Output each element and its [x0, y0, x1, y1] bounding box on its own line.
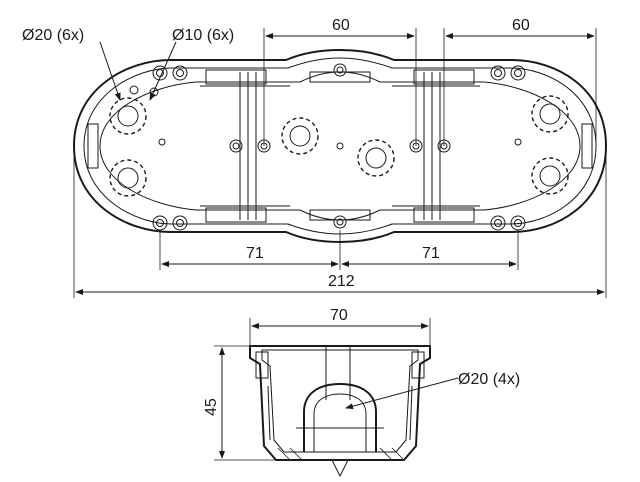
separator-ribs: [200, 69, 480, 223]
dimension-60-left: 60: [263, 17, 417, 146]
dim-71-left-text: 71: [246, 245, 264, 262]
dimension-212: 212: [73, 150, 607, 298]
dim-60-right-text: 60: [512, 17, 530, 34]
bottom-clip: [309, 209, 371, 221]
right-tab: [581, 123, 593, 169]
side-view: Ø20 (4x) 70 45: [203, 307, 520, 478]
label-dia20-6x: Ø20 (6x): [22, 27, 84, 44]
knockouts-d20: [109, 95, 569, 197]
dim-60-left-text: 60: [332, 17, 350, 34]
dimension-45: 45: [203, 345, 276, 461]
dimension-71-right: 71: [341, 230, 519, 270]
screw-bosses: [129, 63, 526, 231]
top-view-outline: [72, 48, 608, 244]
dimension-60-right: 60: [443, 17, 597, 146]
dimension-71-left: 71: [159, 230, 341, 270]
dim-71-right-text: 71: [422, 245, 440, 262]
top-view: Ø20 (6x) Ø10 (6x) 60 60 71 71: [22, 17, 608, 298]
dim-45-text: 45: [203, 398, 220, 416]
label-dia20-4x: Ø20 (4x): [458, 371, 520, 388]
dimension-70: 70: [249, 307, 431, 346]
dim-70-text: 70: [330, 307, 348, 324]
label-dia10-6x: Ø10 (6x): [172, 27, 234, 44]
dim-212-text: 212: [328, 273, 355, 290]
top-clip: [309, 71, 371, 83]
left-tab: [87, 123, 99, 169]
